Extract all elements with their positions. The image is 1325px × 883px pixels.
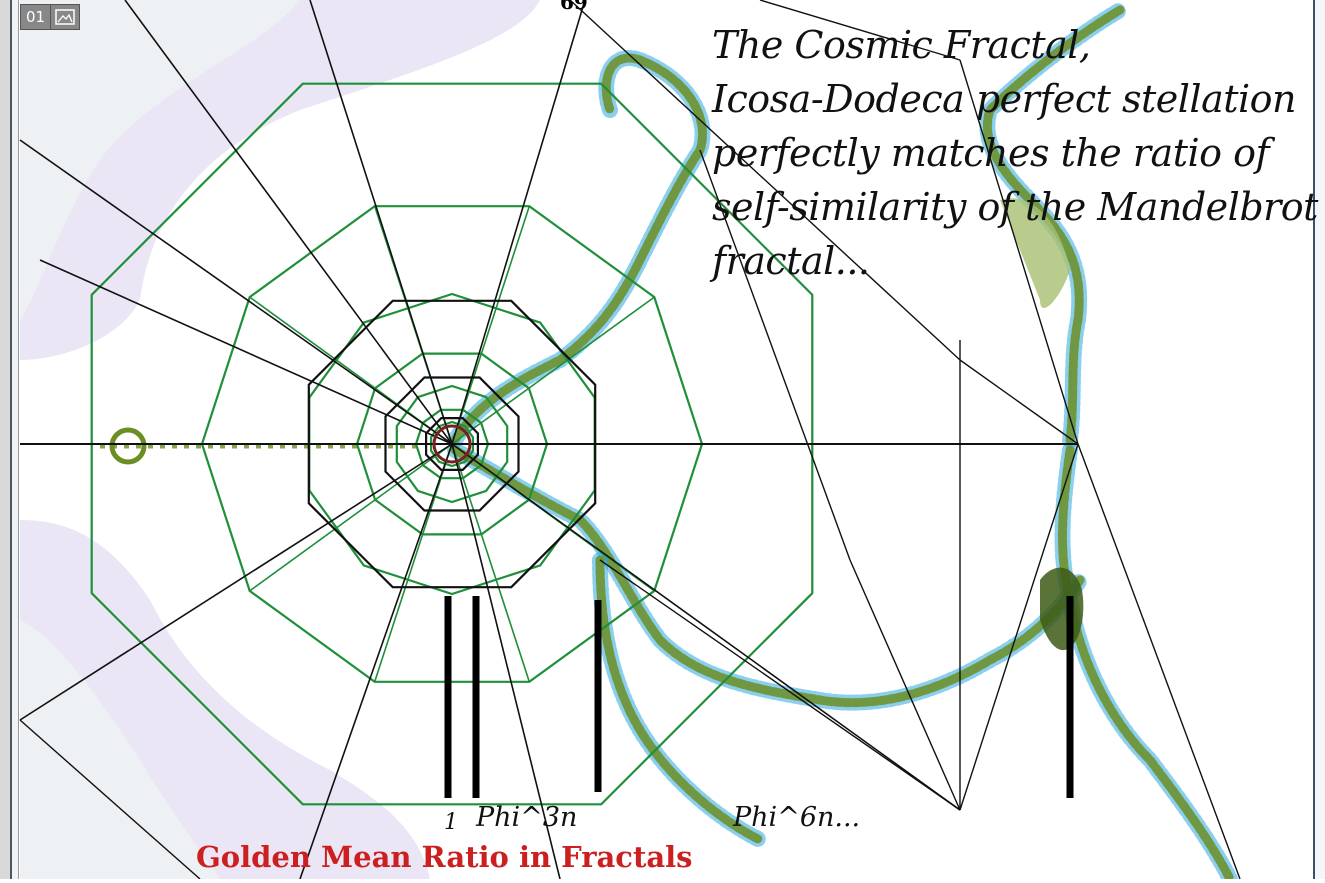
- green-spoke: [375, 444, 452, 682]
- caption-line: perfectly matches the ratio of: [712, 126, 1318, 180]
- black-ray: [452, 444, 960, 810]
- fractal-edge: [455, 450, 1080, 703]
- black-ray: [40, 260, 452, 444]
- black-edge: [960, 360, 1078, 444]
- label-one: 1: [444, 810, 458, 835]
- fractal-bulb: [1040, 568, 1083, 650]
- footer-title: Golden Mean Ratio in Fractals: [196, 840, 693, 874]
- left-window-border: [0, 0, 12, 879]
- label-phi-6n: Phi^6n...: [733, 802, 860, 833]
- green-spoke: [250, 444, 452, 591]
- slide-number: 01: [21, 5, 51, 29]
- slide-badge[interactable]: 01: [20, 4, 80, 30]
- green-spoke: [452, 297, 654, 444]
- black-edge: [1078, 444, 1240, 879]
- caption-line: Icosa-Dodeca perfect stellation: [712, 72, 1318, 126]
- left-window-edge: [12, 0, 19, 879]
- fractal-edge-glow: [455, 58, 703, 440]
- image-icon: [51, 5, 79, 29]
- black-edge: [600, 560, 960, 810]
- fractal-edge: [600, 560, 760, 840]
- caption-text: The Cosmic Fractal, Icosa-Dodeca perfect…: [712, 18, 1318, 288]
- label-phi-3n: Phi^3n: [476, 802, 577, 833]
- fractal-edge: [1063, 450, 1231, 879]
- page-number: 69: [560, 0, 588, 14]
- fractal-edge: [455, 58, 703, 440]
- caption-line: self-similarity of the Mandelbrot: [712, 180, 1318, 234]
- caption-line: The Cosmic Fractal,: [712, 18, 1318, 72]
- caption-line: fractal...: [712, 234, 1318, 288]
